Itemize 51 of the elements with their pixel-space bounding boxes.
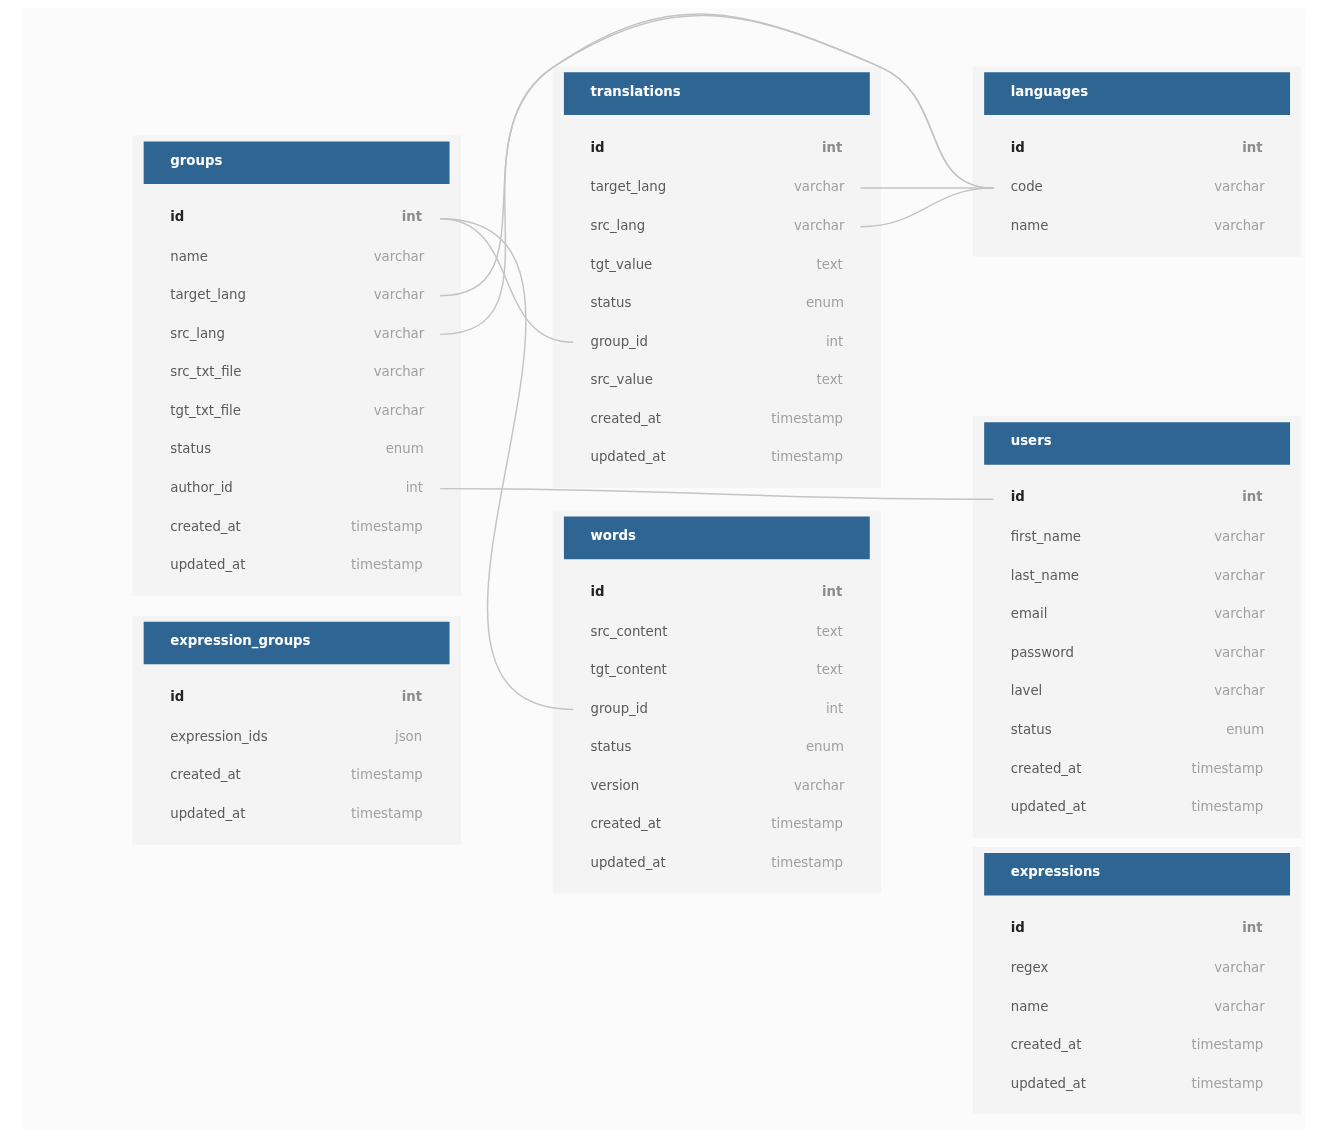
node-text: email varchar	[1010, 606, 1265, 622]
node-text: src_lang varchar	[590, 217, 845, 233]
node-text: updated_at timestamp	[170, 557, 423, 573]
node-text: created_at timestamp	[1010, 1037, 1264, 1053]
node-text: expression_ids json	[170, 728, 423, 744]
node-text: src_lang varchar	[170, 325, 425, 341]
node-text: id int	[170, 688, 423, 704]
node-text: tgt_content text	[590, 662, 843, 678]
node-text: author_id int	[170, 479, 423, 495]
node-text: name varchar	[1010, 217, 1265, 233]
node-text: id int	[1010, 139, 1263, 155]
node-text: src_txt_file varchar	[170, 364, 425, 380]
node-text: created_at timestamp	[1010, 760, 1264, 776]
node-text: tgt_value text	[590, 256, 843, 272]
node-text: updated_at timestamp	[590, 449, 844, 465]
node-text: updated_at timestamp	[590, 855, 844, 870]
node-text: version varchar	[590, 777, 845, 793]
node-text: name varchar	[170, 248, 425, 264]
node-text: password varchar	[1010, 644, 1265, 660]
connector	[439, 487, 995, 500]
node-text: tgt_txt_file varchar	[170, 402, 425, 418]
node-text: target_lang varchar	[590, 179, 845, 195]
node-text: id int	[1010, 920, 1263, 936]
node-text: src_value text	[590, 372, 843, 388]
node-text: status enum	[170, 441, 424, 457]
node-text: group_id int	[590, 700, 844, 716]
node-text: status enum	[590, 739, 844, 755]
node-text: created_at timestamp	[590, 410, 844, 426]
node-text: code varchar	[1010, 179, 1265, 195]
node-text: status enum	[1010, 722, 1265, 738]
node-text: lavel varchar	[1010, 683, 1265, 699]
node-text: src_content text	[590, 623, 843, 639]
node-text: regex varchar	[1010, 960, 1265, 976]
node-text: name varchar	[1010, 998, 1265, 1014]
connector	[439, 217, 574, 711]
node-text: group_id int	[590, 333, 844, 349]
connector	[439, 217, 574, 344]
node-text: updated_at timestamp	[1010, 1075, 1264, 1091]
node-text: id int	[1010, 489, 1263, 505]
node-text: updated_at timestamp	[1010, 799, 1264, 815]
node-text: target_lang varchar	[170, 287, 425, 303]
node-text: id int	[590, 139, 843, 155]
node-text: status enum	[590, 295, 844, 311]
node-text: first_name varchar	[1010, 529, 1265, 545]
node-text: created_at timestamp	[170, 767, 423, 783]
node-text: id int	[170, 208, 423, 224]
node-text: created_at timestamp	[590, 816, 844, 832]
node-text: updated_at timestamp	[170, 805, 423, 821]
node-text: last_name varchar	[1010, 567, 1265, 583]
node-text: id int	[590, 583, 843, 599]
node-text: created_at timestamp	[170, 518, 423, 534]
